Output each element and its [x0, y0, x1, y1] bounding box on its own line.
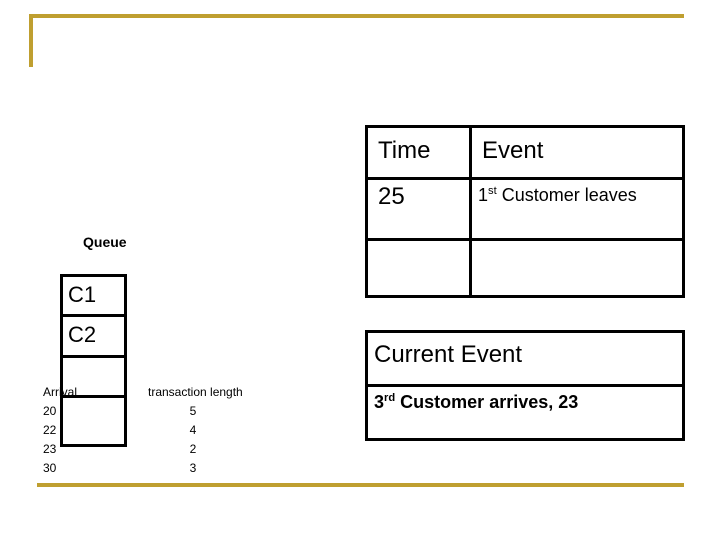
- current-event-title: Current Event: [368, 333, 682, 387]
- bottom-accent-line: [37, 483, 684, 487]
- current-event-text: Customer arrives, 23: [395, 392, 579, 412]
- transaction-value: 5: [189, 404, 197, 418]
- arrival-value: 30: [43, 461, 57, 475]
- transaction-value: 3: [189, 461, 197, 475]
- queue-slot-empty-1: [63, 358, 124, 398]
- event-table-time-cell: 25: [368, 180, 472, 241]
- current-event-ordinal-suffix: rd: [384, 392, 396, 404]
- arrival-list-label: Arrival: [43, 385, 78, 399]
- event-ordinal-suffix: st: [488, 185, 497, 197]
- queue-slot-c2: C2: [63, 317, 124, 358]
- current-event-ordinal: 3: [374, 392, 385, 412]
- event-ordinal: 1: [478, 185, 489, 205]
- event-table-event-cell: 1st Customer leaves: [472, 180, 682, 241]
- event-table-empty-time-cell: [368, 241, 472, 295]
- transaction-list-label: transaction length: [148, 385, 243, 399]
- event-table: Time Event 25 1st Customer leaves: [365, 125, 685, 298]
- transaction-value: 4: [189, 423, 197, 437]
- queue-slot-c1: C1: [63, 277, 124, 317]
- event-table-header-event: Event: [472, 128, 682, 180]
- arrival-value: 20: [43, 404, 57, 418]
- top-accent-line: [30, 14, 684, 18]
- current-event-box: Current Event 3rd Customer arrives, 23: [365, 330, 685, 441]
- event-text: Customer leaves: [496, 185, 637, 205]
- arrival-list: Arrival 20 22 23 30: [43, 383, 77, 478]
- queue-label: Queue: [83, 234, 127, 250]
- top-accent-corner: [29, 14, 33, 67]
- event-table-header-time: Time: [368, 128, 472, 180]
- event-table-empty-event-cell: [472, 241, 682, 295]
- arrival-value: 23: [43, 442, 57, 456]
- current-event-detail: 3rd Customer arrives, 23: [368, 387, 682, 438]
- transaction-value: 2: [189, 442, 197, 456]
- queue-box: C1 C2: [60, 274, 127, 447]
- transaction-length-list: transaction length 5 4 2 3: [148, 383, 243, 478]
- arrival-value: 22: [43, 423, 57, 437]
